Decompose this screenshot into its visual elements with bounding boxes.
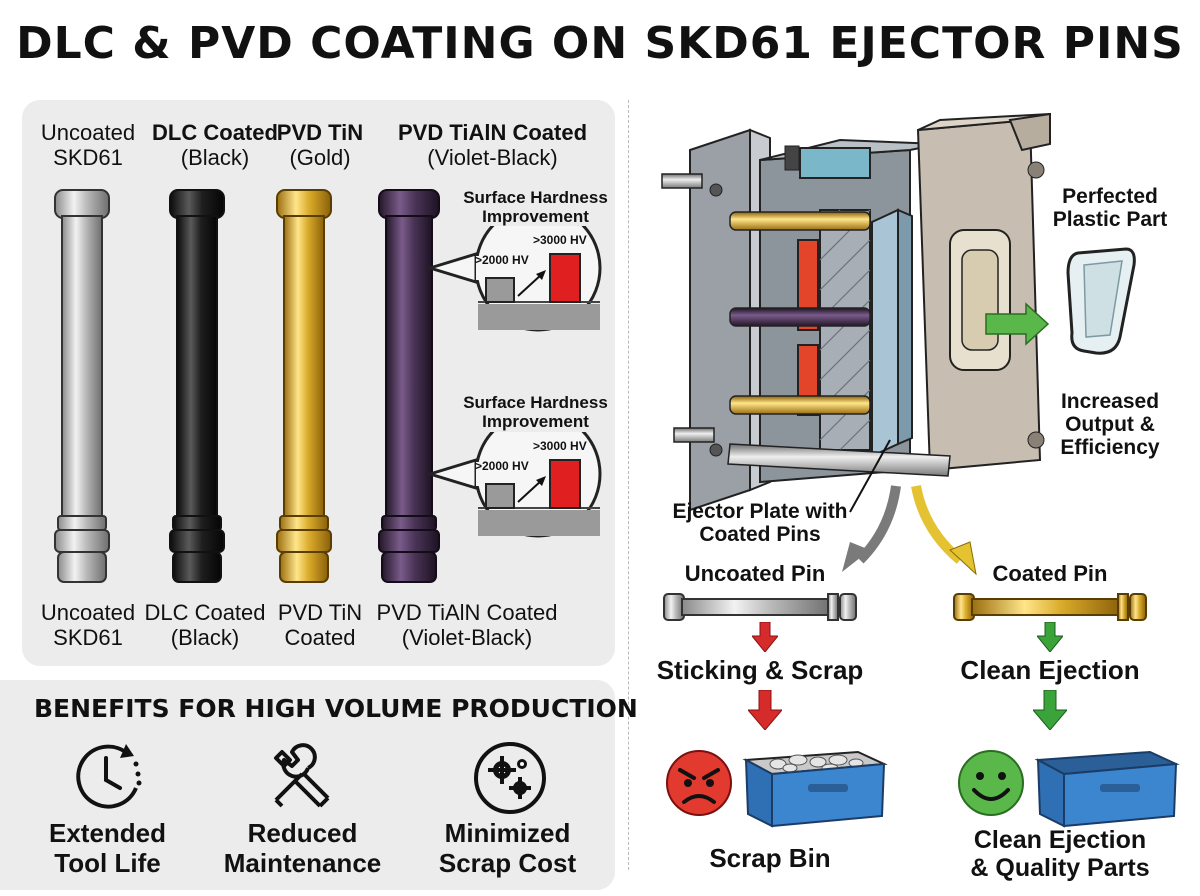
clean-bin-icon [1034,750,1180,828]
happy-face-icon [958,750,1024,816]
coated-pin-label: Coated Pin [992,561,1108,586]
hardness-callout-2 [424,432,602,538]
coated-pin-icon [953,593,1147,621]
coated-result: Clean Ejection [960,655,1140,685]
scrap-bin-label: Scrap Bin [709,843,831,873]
angry-face-icon [666,750,732,816]
page-title: DLC & PVD COATING ON SKD61 EJECTOR PINS [16,18,1184,69]
clock-icon [76,744,142,809]
hardness-2-low: >2000 HV [475,459,529,473]
uncoated-pin-icon [663,593,857,621]
coated-down-arrow-2 [1033,690,1067,730]
pin-header-dlc: DLC Coated(Black) [152,120,278,170]
wrench-icon [274,743,330,808]
coated-down-arrow-1 [1037,622,1063,652]
pin-label-tialn: PVD TiAlN Coated(Violet-Black) [376,600,558,650]
pin-label-dlc: DLC Coated(Black) [144,600,266,650]
hardness-callout-1 [424,226,602,332]
pin-tin [276,189,332,583]
benefits-panel [0,680,615,890]
hardness-2-high: >3000 HV [533,439,587,453]
uncoated-down-arrow-2 [748,690,782,730]
hardness-1-high: >3000 HV [533,233,587,247]
pins-illustration [54,189,440,583]
uncoated-down-arrow-1 [752,622,778,652]
hardness-1-low: >2000 HV [475,253,529,267]
uncoated-result: Sticking & Scrap [656,655,864,685]
pin-tialn [378,189,440,583]
flow-arrows [842,485,977,576]
clean-bin-label: Clean Ejection& Quality Parts [970,826,1150,882]
gears-icon [474,742,546,814]
scrap-bin-icon [742,750,888,828]
plastic-part [1066,247,1136,355]
uncoated-pin-label: Uncoated Pin [684,561,826,586]
pin-header-tin: PVD TiN(Gold) [276,120,364,170]
pin-dlc [169,189,225,583]
benefits-title: BENEFITS FOR HIGH VOLUME PRODUCTION [34,694,638,723]
mold-diagram [661,112,1051,513]
section-divider [628,100,629,870]
pin-header-tialn: PVD TiAlN Coated(Violet-Black) [397,120,588,170]
pin-uncoated [54,189,110,583]
